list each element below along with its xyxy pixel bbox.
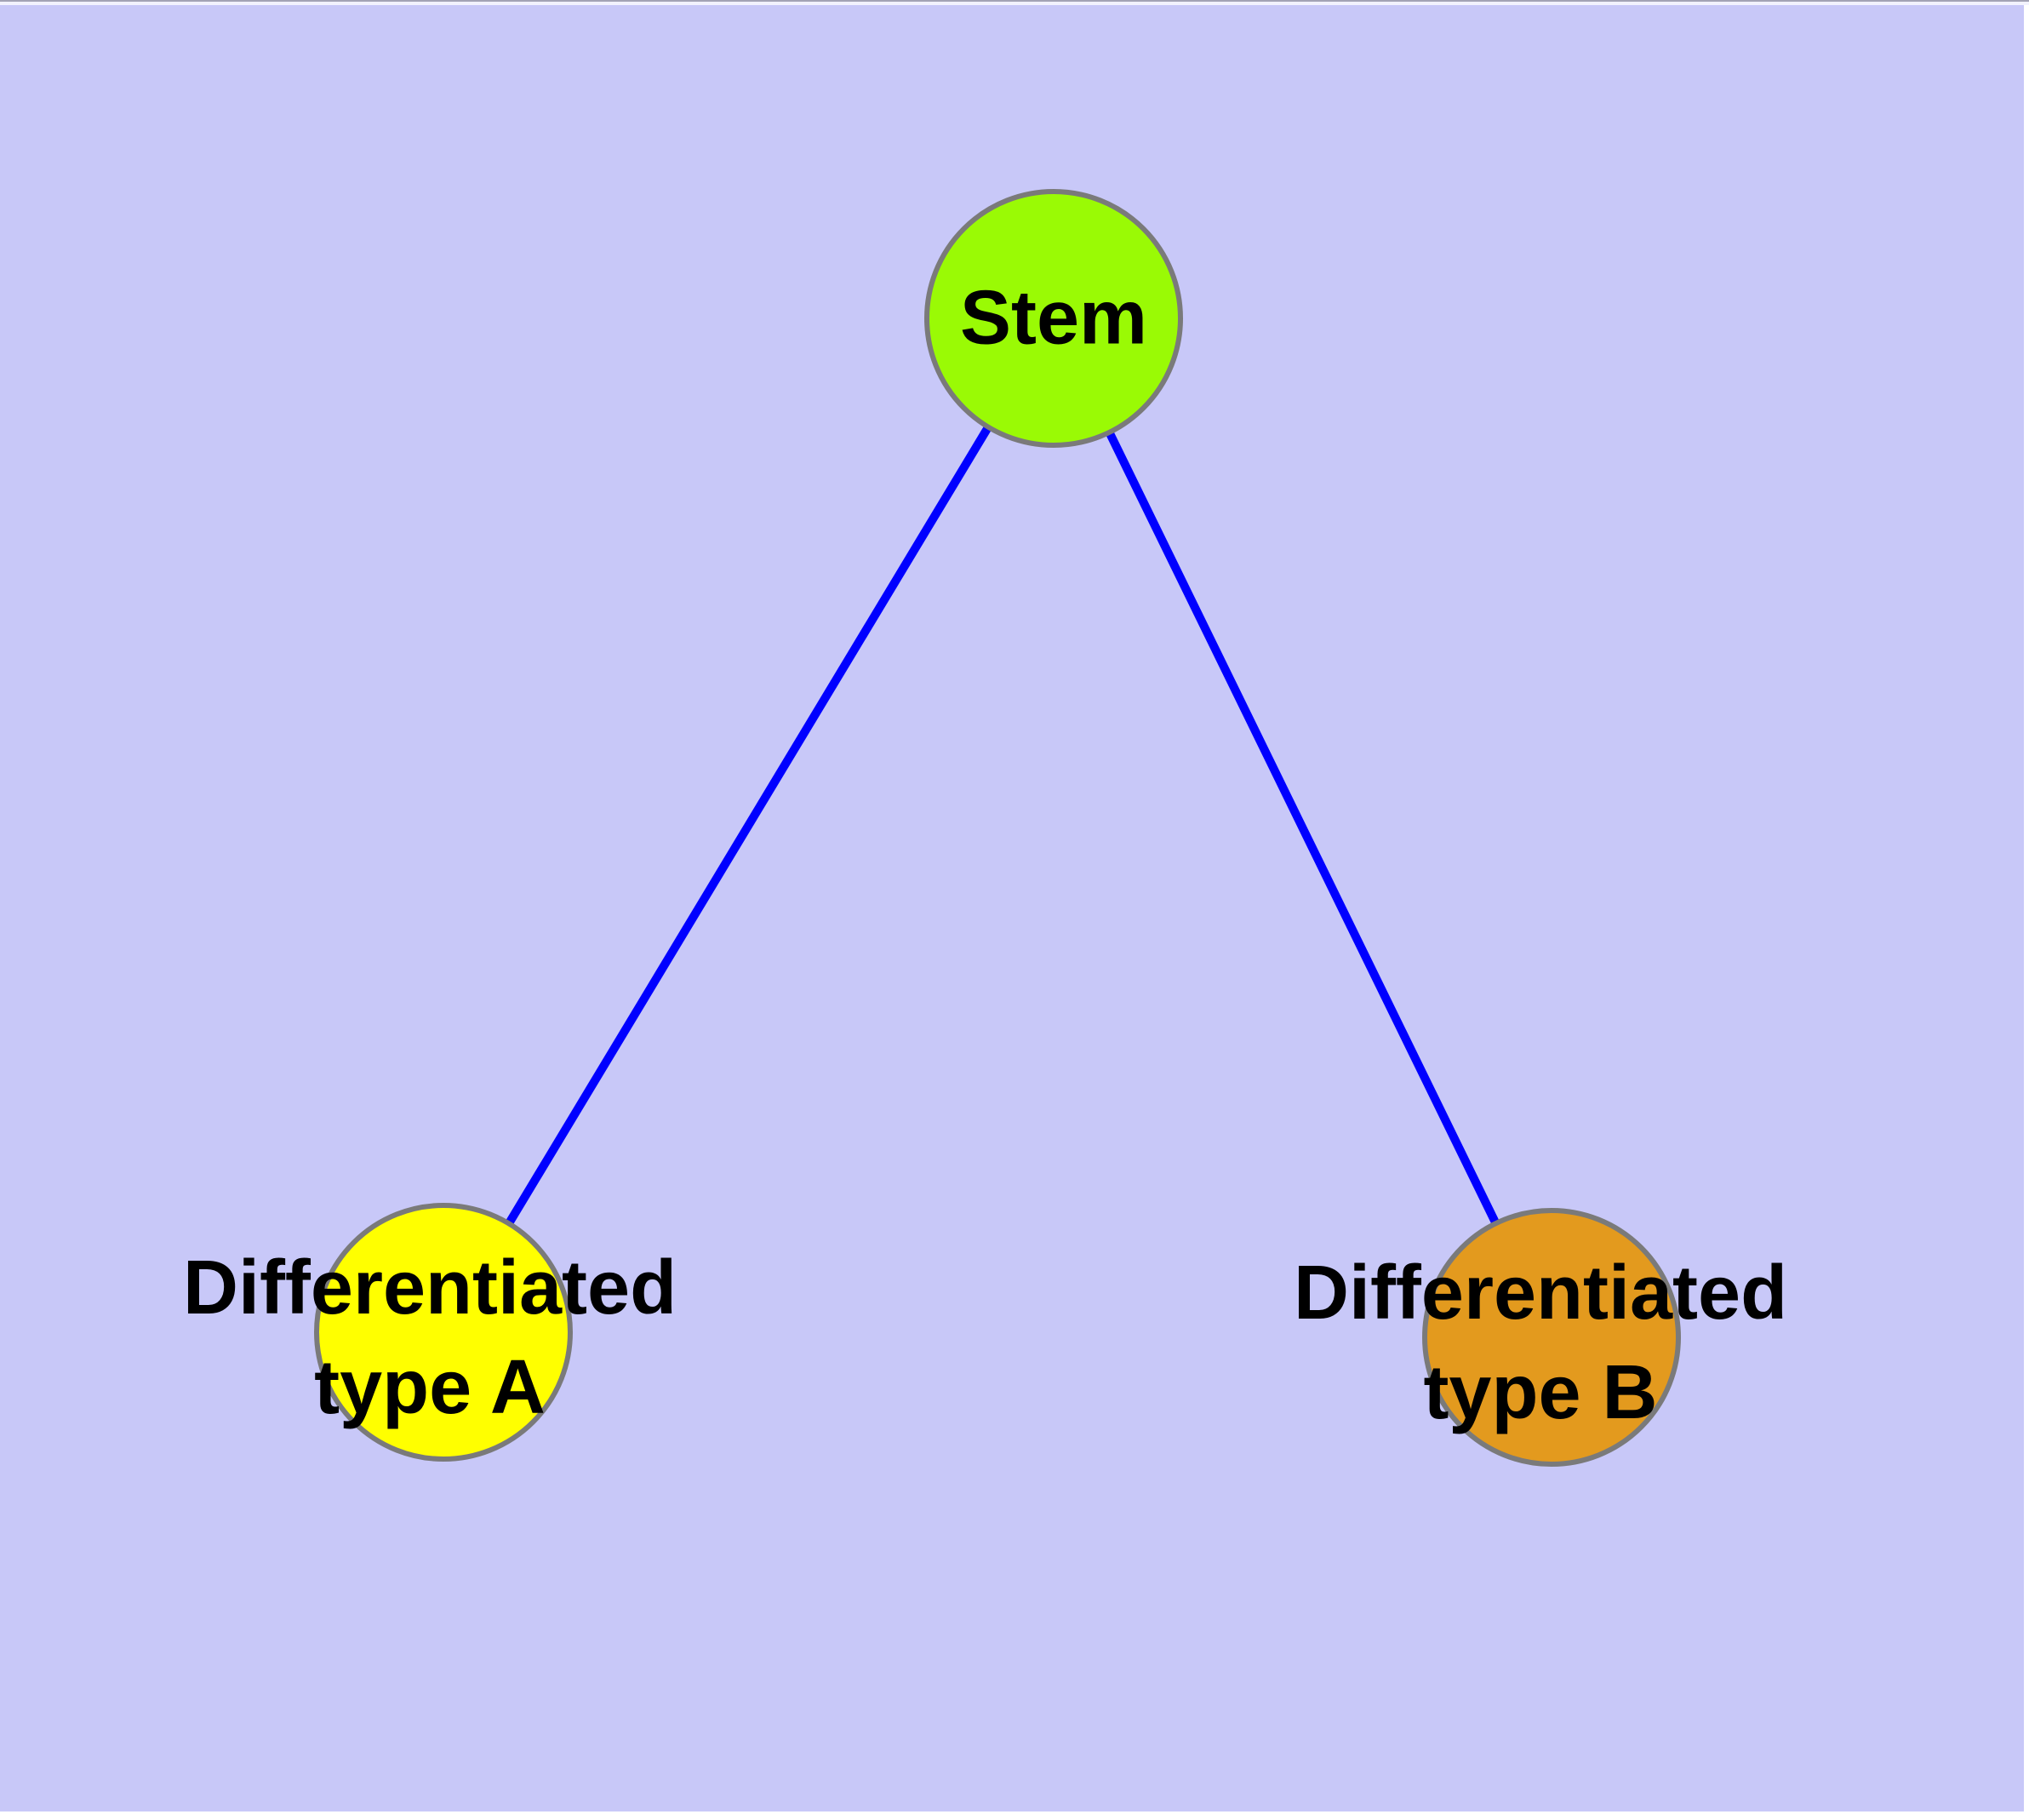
differentiated-type-b-node bbox=[1422, 1208, 1681, 1467]
differentiated-type-a-node bbox=[314, 1203, 573, 1462]
stem-node-label: Stem bbox=[959, 275, 1148, 361]
differentiated-type-a-node-label: Differentiated type A bbox=[182, 1245, 677, 1430]
edge-stem-to-type-b bbox=[1049, 316, 1556, 1340]
stem-node bbox=[924, 189, 1183, 448]
window-edge-artifact bbox=[0, 0, 2029, 5]
differentiated-type-b-node-label: Differentiated type B bbox=[1293, 1251, 1788, 1435]
edge-stem-to-type-a bbox=[439, 316, 1058, 1335]
